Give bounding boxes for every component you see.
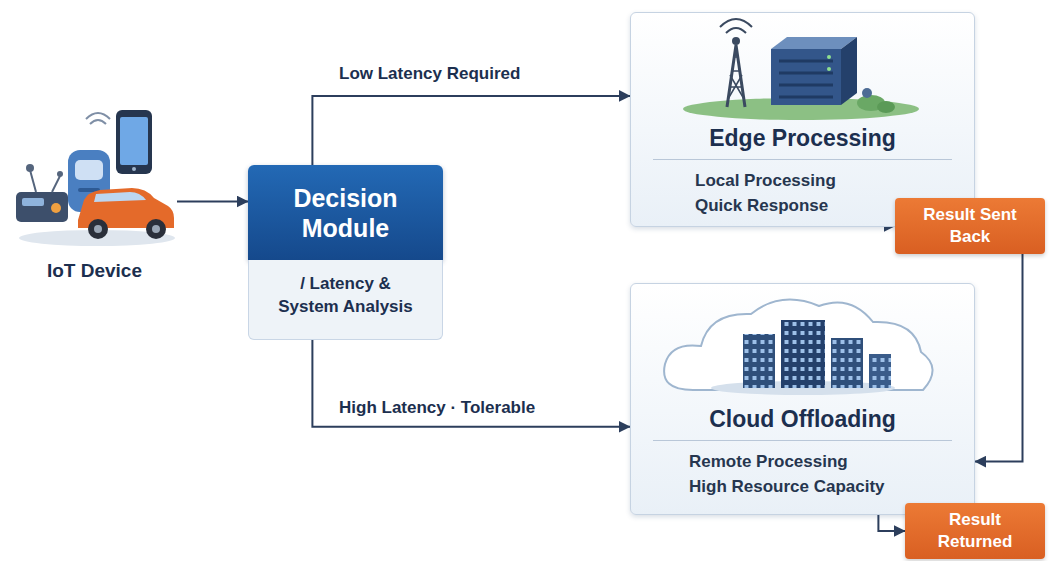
iot-devices-illustration bbox=[12, 88, 177, 258]
divider-line bbox=[653, 159, 952, 160]
result-tag: Result Returned bbox=[905, 503, 1045, 559]
decision-subpanel: / Latency & System Analysis bbox=[248, 260, 443, 340]
result-tag: Result Sent Back bbox=[895, 198, 1045, 254]
decision-note: / Latency & System Analysis bbox=[259, 272, 432, 318]
flow-arrow bbox=[177, 201, 248, 203]
result-label: Result Sent Back bbox=[905, 204, 1035, 248]
process-panel: Edge ProcessingLocal Processing Quick Re… bbox=[630, 12, 975, 227]
decision-box: Decision Module / Latency & System Analys… bbox=[248, 165, 443, 340]
divider-line bbox=[653, 440, 952, 441]
process-panel: Cloud OffloadingRemote Processing High R… bbox=[630, 283, 975, 515]
flow-arrow bbox=[312, 340, 630, 427]
edge-server-illustration bbox=[631, 13, 976, 121]
edge-label: Low Latency Required bbox=[337, 64, 522, 84]
flow-arrow bbox=[312, 96, 630, 165]
panel-title: Edge Processing bbox=[631, 121, 974, 153]
flow-arrow bbox=[975, 254, 1023, 462]
device-node: IoT Device bbox=[12, 88, 177, 282]
panel-description: Local Processing Quick Response bbox=[695, 168, 935, 218]
panel-title: Cloud Offloading bbox=[631, 402, 974, 434]
decision-title: Decision Module bbox=[260, 183, 431, 243]
decision-header: Decision Module bbox=[248, 165, 443, 260]
result-label: Result Returned bbox=[915, 509, 1035, 553]
cloud-datacenter-illustration bbox=[631, 284, 976, 402]
flow-arrow bbox=[878, 515, 905, 531]
panel-description: Remote Processing High Resource Capacity bbox=[689, 449, 939, 499]
edge-label: High Latency · Tolerable bbox=[337, 398, 537, 418]
device-label: IoT Device bbox=[12, 260, 177, 282]
